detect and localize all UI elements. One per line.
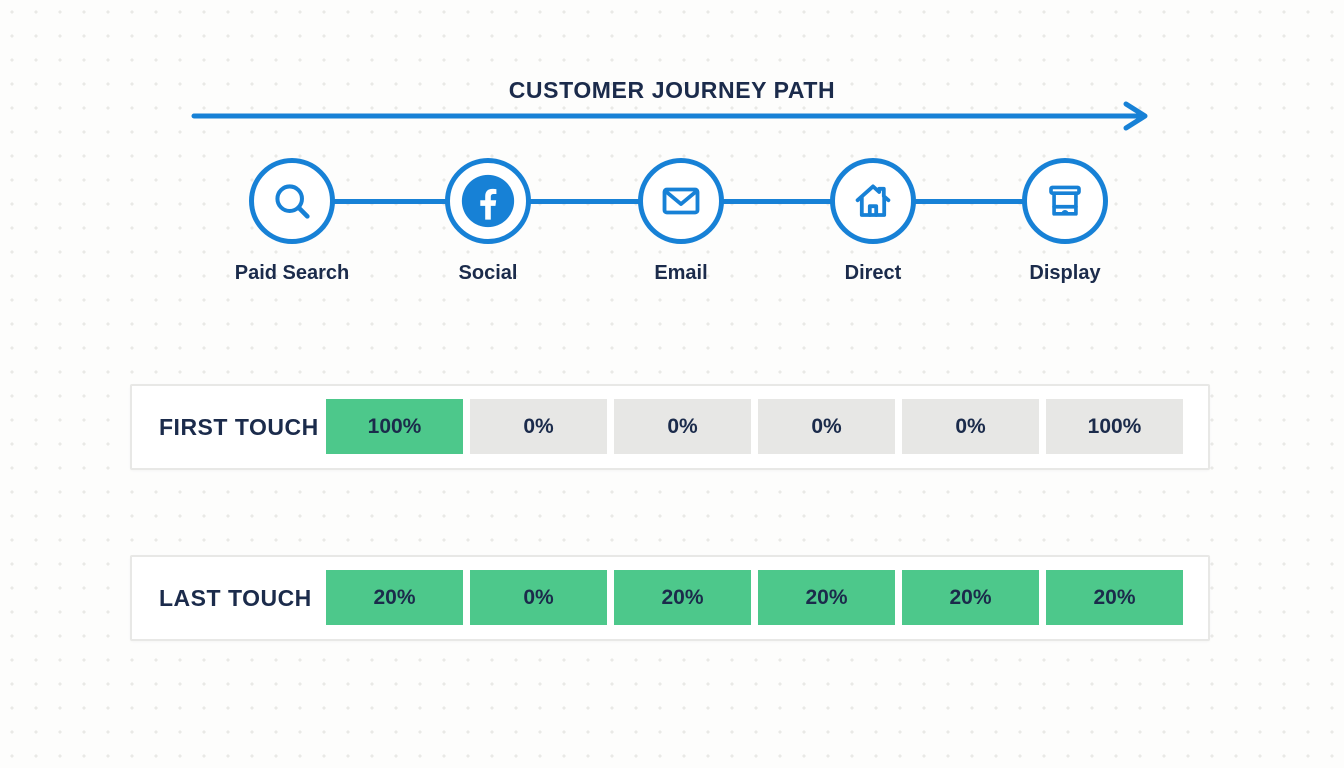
- journey-direction-arrow-icon: [191, 101, 1148, 131]
- attribution-cell: 0%: [470, 570, 607, 625]
- journey-step: Direct: [793, 158, 953, 285]
- channel-label: Display: [1029, 262, 1101, 284]
- search-icon: [269, 178, 315, 224]
- channel-circle: [830, 158, 916, 244]
- attribution-cell: 100%: [326, 399, 463, 454]
- last-touch-cells: 20%0%20%20%20%20%: [326, 570, 1183, 625]
- house-icon: [849, 177, 897, 225]
- attribution-cell: 0%: [614, 399, 751, 454]
- attribution-cell: 0%: [758, 399, 895, 454]
- journey-step: Display: [985, 158, 1145, 285]
- attribution-cell: 0%: [902, 399, 1039, 454]
- first-touch-label: FIRST TOUCH: [159, 413, 319, 440]
- channel-circle: [638, 158, 724, 244]
- first-touch-cells: 100%0%0%0%0%100%: [326, 399, 1183, 454]
- journey-step: Social: [408, 158, 568, 285]
- attribution-cell: 20%: [1046, 570, 1183, 625]
- channel-label: Email: [654, 262, 708, 284]
- attribution-cell: 20%: [614, 570, 751, 625]
- channel-label: Paid Search: [234, 262, 350, 284]
- attribution-cell: 20%: [902, 570, 1039, 625]
- channel-circle: [249, 158, 335, 244]
- channel-label: Direct: [844, 262, 902, 284]
- attribution-cell: 20%: [758, 570, 895, 625]
- channel-label: Social: [458, 262, 518, 284]
- channel-circle: [445, 158, 531, 244]
- last-touch-card: LAST TOUCH 20%0%20%20%20%20%: [130, 555, 1210, 641]
- last-touch-label: LAST TOUCH: [159, 584, 312, 611]
- attribution-cell: 20%: [326, 570, 463, 625]
- envelope-icon: [658, 178, 704, 224]
- channel-circle: [1022, 158, 1108, 244]
- attribution-cell: 100%: [1046, 399, 1183, 454]
- attribution-cell: 0%: [470, 399, 607, 454]
- journey-step: Paid Search: [212, 158, 372, 285]
- first-touch-card: FIRST TOUCH 100%0%0%0%0%100%: [130, 384, 1210, 470]
- journey-step: Email: [601, 158, 761, 285]
- facebook-icon: [460, 173, 516, 229]
- storefront-icon: [1042, 178, 1088, 224]
- page-title: CUSTOMER JOURNEY PATH: [508, 77, 836, 103]
